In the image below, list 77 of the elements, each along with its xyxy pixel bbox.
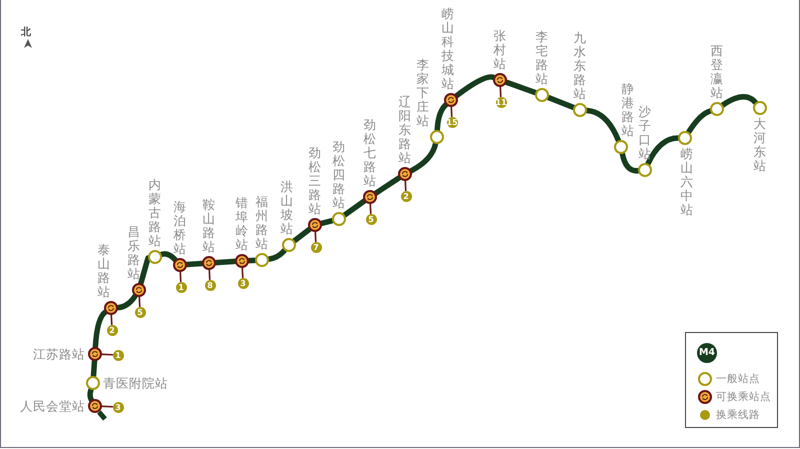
line-badge: M4 — [697, 343, 717, 363]
line-number-badge: 7 — [310, 242, 322, 252]
transfer-connector — [450, 106, 453, 118]
transfer-connector — [500, 86, 502, 98]
line-number-badge: 1 — [176, 282, 186, 292]
metro-line — [266, 248, 288, 262]
metro-line — [87, 386, 94, 403]
line-number-badge: 5 — [134, 306, 146, 318]
metro-line — [138, 255, 151, 286]
transfer-connector — [208, 269, 211, 280]
station-name: 劲松四路站 — [332, 140, 346, 210]
metro-line — [342, 198, 368, 218]
legend-text: 可换乘站点 — [716, 390, 771, 404]
metro-line — [213, 258, 238, 266]
station-name: 劲松三路站 — [308, 146, 322, 216]
line-number-badge: 8 — [204, 280, 216, 290]
station-name: 西登瀛站 — [710, 44, 724, 100]
metro-line — [504, 80, 538, 96]
station-name: 崂山六中站 — [680, 147, 694, 217]
metro-line — [686, 108, 714, 135]
station-name: 李宅路站 — [536, 30, 548, 86]
line-number-badge: 15 — [446, 116, 458, 128]
metro-line — [158, 251, 178, 263]
metro-line — [92, 309, 108, 350]
metro-line — [408, 141, 438, 174]
transfer-connector — [242, 267, 244, 278]
station-name: 昌乐路站 — [128, 225, 140, 281]
metro-line — [454, 74, 496, 98]
station-name: 张村站 — [494, 29, 506, 71]
station-name: 福州路站 — [256, 195, 268, 251]
transfer-connector — [180, 271, 182, 282]
metro-line — [645, 135, 681, 166]
station-name: 李家下庄站 — [416, 58, 430, 128]
metro-line — [434, 102, 449, 133]
transfer-connector — [404, 180, 407, 192]
metro-line — [319, 218, 335, 226]
metro-line — [115, 293, 138, 310]
station-name: 劲松七路站 — [364, 118, 376, 188]
station-name: 海泊桥站 — [174, 200, 186, 256]
station-name: 江苏路站 — [33, 347, 85, 361]
station-name: 沙子口站 — [638, 105, 652, 161]
metro-line — [246, 258, 258, 264]
transfer-connector — [138, 296, 141, 308]
station-name: 错埠岭站 — [236, 196, 248, 252]
transfer-connector — [101, 406, 114, 408]
transfer-connector — [110, 314, 113, 326]
metro-line — [584, 108, 622, 144]
legend-text: 一般站点 — [716, 372, 760, 386]
north-label: 北 — [21, 26, 31, 39]
station-name: 大河东站 — [754, 117, 766, 173]
line-number-badge: 11 — [496, 96, 506, 108]
station-name: 内蒙古路站 — [148, 178, 162, 248]
transfer-connector — [314, 231, 317, 242]
legend-text: 换乘线路 — [716, 408, 760, 422]
metro-line — [546, 94, 576, 110]
station-name: 崂山科技城站 — [442, 7, 454, 91]
line-number-badge: 5 — [366, 214, 376, 224]
line-number-badge: 2 — [106, 324, 118, 336]
line-number-badge: 3 — [238, 278, 248, 288]
station-name: 鞍山路站 — [202, 198, 216, 254]
transfer-connector — [101, 354, 114, 356]
metro-line — [90, 358, 98, 379]
station-name: 九水东路站 — [574, 31, 586, 101]
metro-line — [292, 226, 312, 244]
metro-line — [184, 260, 205, 268]
station-name: 辽阳东路站 — [398, 95, 412, 165]
metro-line — [373, 175, 402, 196]
metro-line — [620, 151, 641, 174]
station-name: 青医附院站 — [103, 376, 168, 390]
station-name: 洪山坡站 — [280, 180, 294, 236]
line-number-badge: 3 — [112, 402, 124, 412]
station-name: 泰山路站 — [98, 243, 110, 299]
line-number-badge: 1 — [112, 350, 124, 360]
line-number-badge: 2 — [400, 190, 412, 202]
station-name: 静港路站 — [622, 82, 634, 138]
transfer-connector — [370, 203, 372, 214]
station-name: 人民会堂站 — [20, 399, 85, 413]
